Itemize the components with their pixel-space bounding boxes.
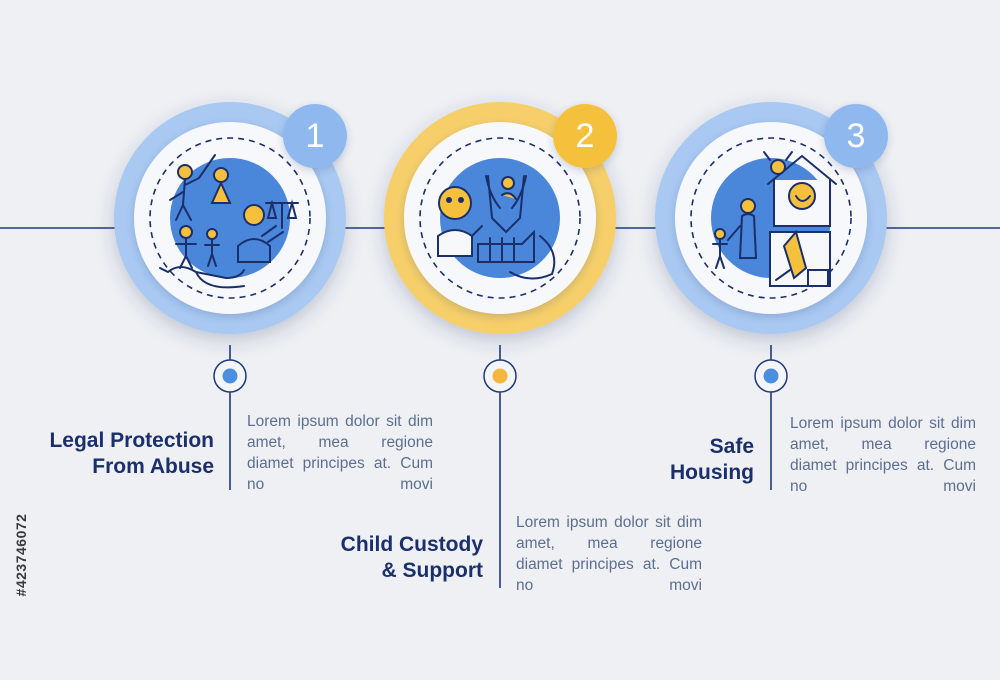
legal-protection-icon: [159, 154, 299, 289]
step-3-description: Lorem ipsum dolor sit dim amet, mea regi…: [790, 413, 976, 497]
step-2-title-line-2: & Support: [381, 559, 483, 582]
safe-housing-icon: [712, 151, 837, 287]
step-1-title: Legal Protection From Abuse: [20, 428, 214, 480]
step-3-desc-line-1: Lorem ipsum dolor sit dim: [790, 415, 976, 432]
step-1-desc-line-4: no movi: [247, 476, 433, 493]
step-3-title: Safe Housing: [600, 434, 754, 486]
step-2-desc-line-1: Lorem ipsum dolor sit dim: [516, 514, 702, 531]
step-1-badge: [283, 104, 347, 168]
step-1-desc-line-1: Lorem ipsum dolor sit dim: [247, 413, 433, 430]
step-3-circle: [655, 102, 888, 393]
step-3-title-line-1: Safe: [709, 435, 754, 458]
step-3-number: 3: [846, 117, 866, 155]
step-2-desc-line-3: diamet principes at. Cum: [516, 556, 702, 573]
step-3-desc-line-3: diamet principes at. Cum: [790, 457, 976, 474]
step-1-desc-line-3: diamet principes at. Cum: [247, 455, 433, 472]
step-1-title-line-1: Legal Protection: [49, 429, 214, 452]
step-1-desc-line-2: amet, mea regione: [247, 434, 433, 451]
step-2-desc-line-2: amet, mea regione: [516, 535, 702, 552]
step-2-title-line-1: Child Custody: [340, 533, 483, 556]
step-1-number: 1: [305, 117, 325, 155]
step-2-description: Lorem ipsum dolor sit dim amet, mea regi…: [516, 512, 702, 596]
step-3-desc-line-4: no movi: [790, 478, 976, 495]
step-2-desc-line-4: no movi: [516, 577, 702, 594]
stock-id-text: #423746072: [13, 513, 29, 597]
step-3-badge: [824, 104, 888, 168]
stock-id-label: #423746072: [6, 440, 36, 670]
step-2-badge: [553, 104, 617, 168]
step-2-circle: [384, 102, 617, 393]
child-custody-icon: [437, 175, 556, 280]
step-3-title-line-2: Housing: [670, 461, 754, 484]
step-1-description: Lorem ipsum dolor sit dim amet, mea regi…: [247, 411, 433, 495]
step-1-title-line-2: From Abuse: [92, 455, 214, 478]
step-2-title: Child Custody & Support: [290, 532, 483, 584]
step-3-desc-line-2: amet, mea regione: [790, 436, 976, 453]
step-1-circle: [114, 102, 347, 393]
step-2-number: 2: [575, 117, 595, 155]
